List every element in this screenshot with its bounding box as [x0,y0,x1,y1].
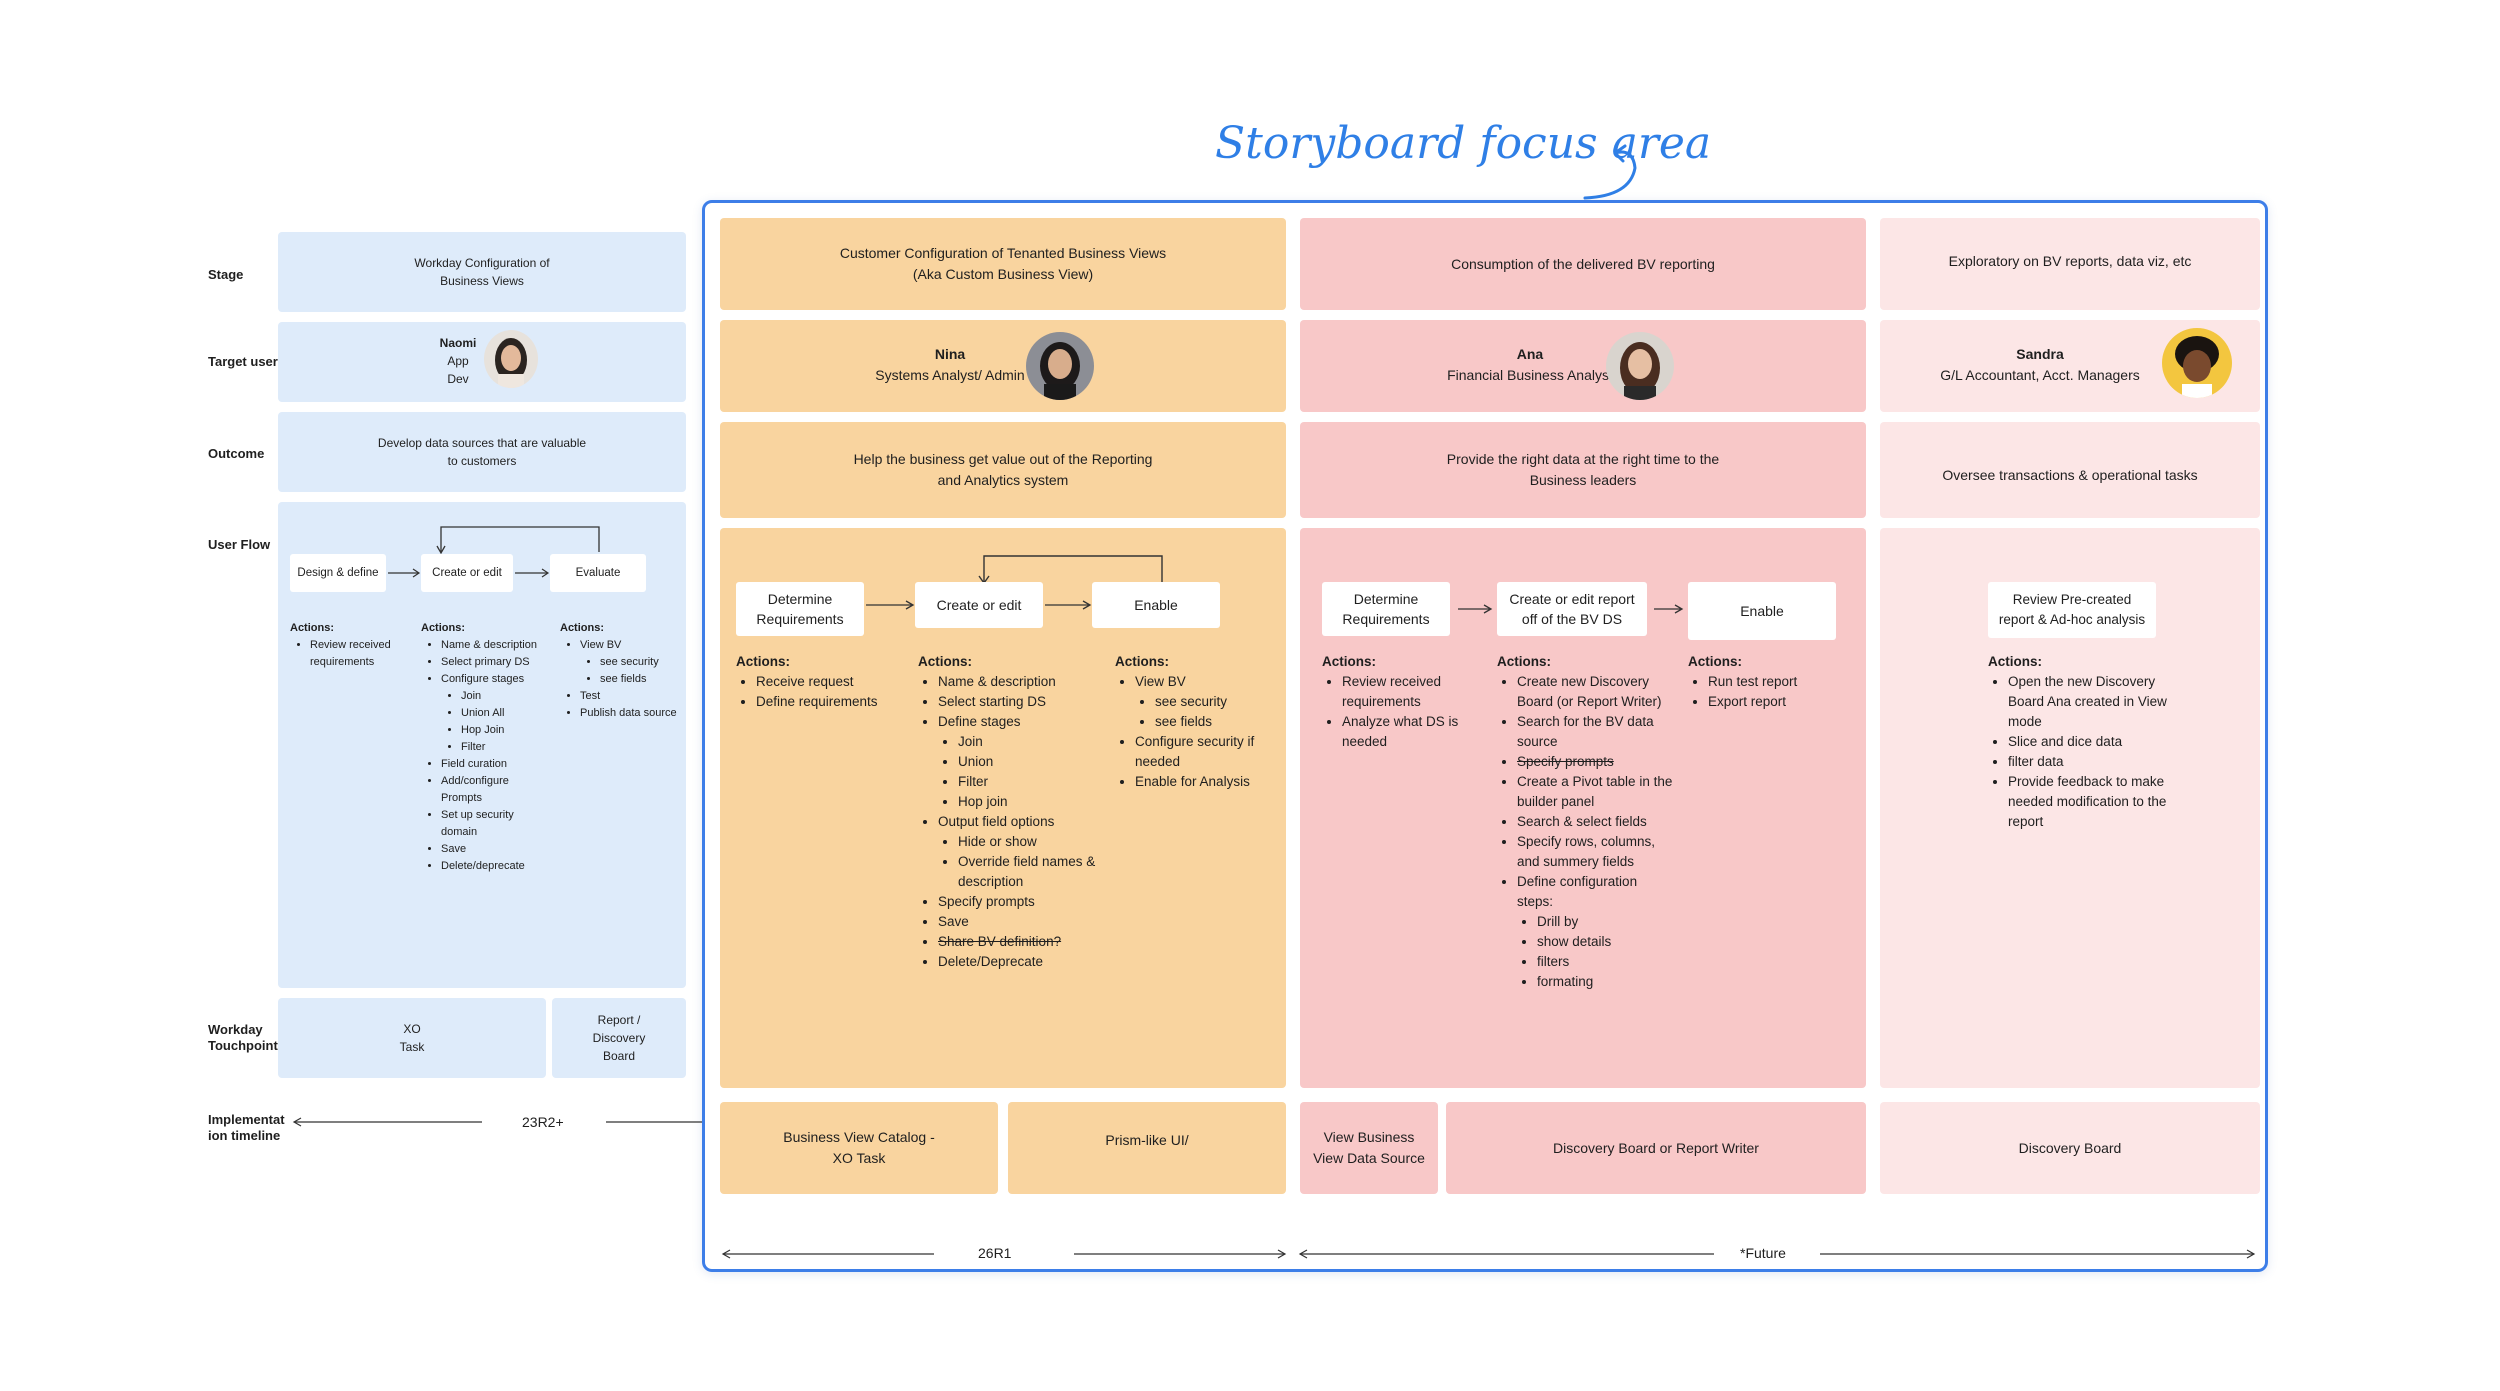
avatar [1606,332,1674,400]
timeline-line-future [1298,1249,2256,1259]
actions-enable: Actions: Run test reportExport report [1688,652,1848,712]
user-role: Systems Analyst/ Admin [875,367,1025,383]
flow-arrows [388,568,550,578]
row-label-outcome: Outcome [208,446,265,461]
curved-arrow-icon [1583,144,1637,200]
timeline-label-26r1: 26R1 [978,1245,1012,1261]
flow-step-determine-requirements: Determine Requirements [1322,582,1450,636]
avatar [1026,332,1094,400]
actions-create-edit: Actions: Name & descriptionSelect primar… [421,620,546,875]
touchpoint-prism-like-ui: Prism-like UI/ [1008,1102,1286,1194]
target-user-card-nina: Nina Systems Analyst/ Admin [720,320,1286,412]
timeline-label-23r2: 23R2+ [522,1114,564,1130]
timeline-line-26r1 [721,1249,1287,1259]
target-user-card-naomi: Naomi App Dev [278,322,686,402]
user-name: Nina [934,346,966,362]
outcome-card-ana: Provide the right data at the right time… [1300,422,1866,518]
avatar [2162,328,2232,398]
actions-evaluate: Actions: View BV see securitysee fields … [560,620,680,722]
target-user-card-ana: Ana Financial Business Analyst [1300,320,1866,412]
flow-step-enable: Enable [1092,582,1220,628]
user-name: Naomi [439,336,477,350]
row-label-stage: Stage [208,267,244,282]
outcome-card-nina: Help the business get value out of the R… [720,422,1286,518]
actions-enable: Actions: View BV see securitysee fields … [1115,652,1275,792]
actions-create-edit: Actions: Name & descriptionSelect starti… [918,652,1118,972]
flow-arrows [866,600,1092,610]
flow-step-evaluate: Evaluate [550,554,646,592]
target-user-card-sandra: Sandra G/L Accountant, Acct. Managers [1880,320,2260,412]
user-flow-card-naomi: Design & define Create or edit Evaluate … [278,502,686,988]
timeline-label-future: *Future [1740,1245,1786,1261]
flow-step-create-edit-report: Create or edit report off of the BV DS [1497,582,1647,636]
actions-review: Actions: Open the new Discovery Board An… [1988,652,2188,832]
loop-arrow [436,526,600,555]
flow-step-design-define: Design & define [290,554,386,592]
touchpoint-discovery-board-report-writer: Discovery Board or Report Writer [1446,1102,1866,1194]
user-role: G/L Accountant, Acct. Managers [1940,367,2140,383]
flow-step-determine-requirements: Determine Requirements [736,582,864,636]
flow-step-create-edit: Create or edit [421,554,513,592]
actions-determine-requirements: Actions: Receive requestDefine requireme… [736,652,906,712]
user-flow-card-nina: Determine Requirements Create or edit En… [720,528,1286,1088]
actions-determine-requirements: Actions: Review received requirementsAna… [1322,652,1472,752]
storyboard-focus-frame [702,200,2268,1272]
stage-card-customer-config: Customer Configuration of Tenanted Busin… [720,218,1286,310]
stage-card-exploratory: Exploratory on BV reports, data viz, etc [1880,218,2260,310]
row-label-target-user: Target user [208,354,278,369]
touchpoint-discovery-board: Discovery Board [1880,1102,2260,1194]
avatar [484,330,538,388]
stage-card-consumption: Consumption of the delivered BV reportin… [1300,218,1866,310]
flow-step-enable: Enable [1688,582,1836,640]
touchpoint-business-view-catalog: Business View Catalog -XO Task [720,1102,998,1194]
timeline-line-23r2 [292,1117,702,1127]
user-role: Financial Business Analyst [1447,367,1613,383]
outcome-card-sandra: Oversee transactions & operational tasks [1880,422,2260,518]
actions-design-define: Actions: Review received requirements [290,620,408,671]
actions-create-edit-report: Actions: Create new Discovery Board (or … [1497,652,1675,992]
flow-step-create-edit: Create or edit [915,582,1043,628]
row-label-user-flow: User Flow [208,537,271,552]
user-flow-card-ana: Determine Requirements Create or edit re… [1300,528,1866,1088]
focus-area-title: Storyboard focus area [1215,118,1712,169]
user-name: Ana [1516,346,1544,362]
flow-arrows [1458,604,1684,614]
user-name: Sandra [2016,346,2064,362]
